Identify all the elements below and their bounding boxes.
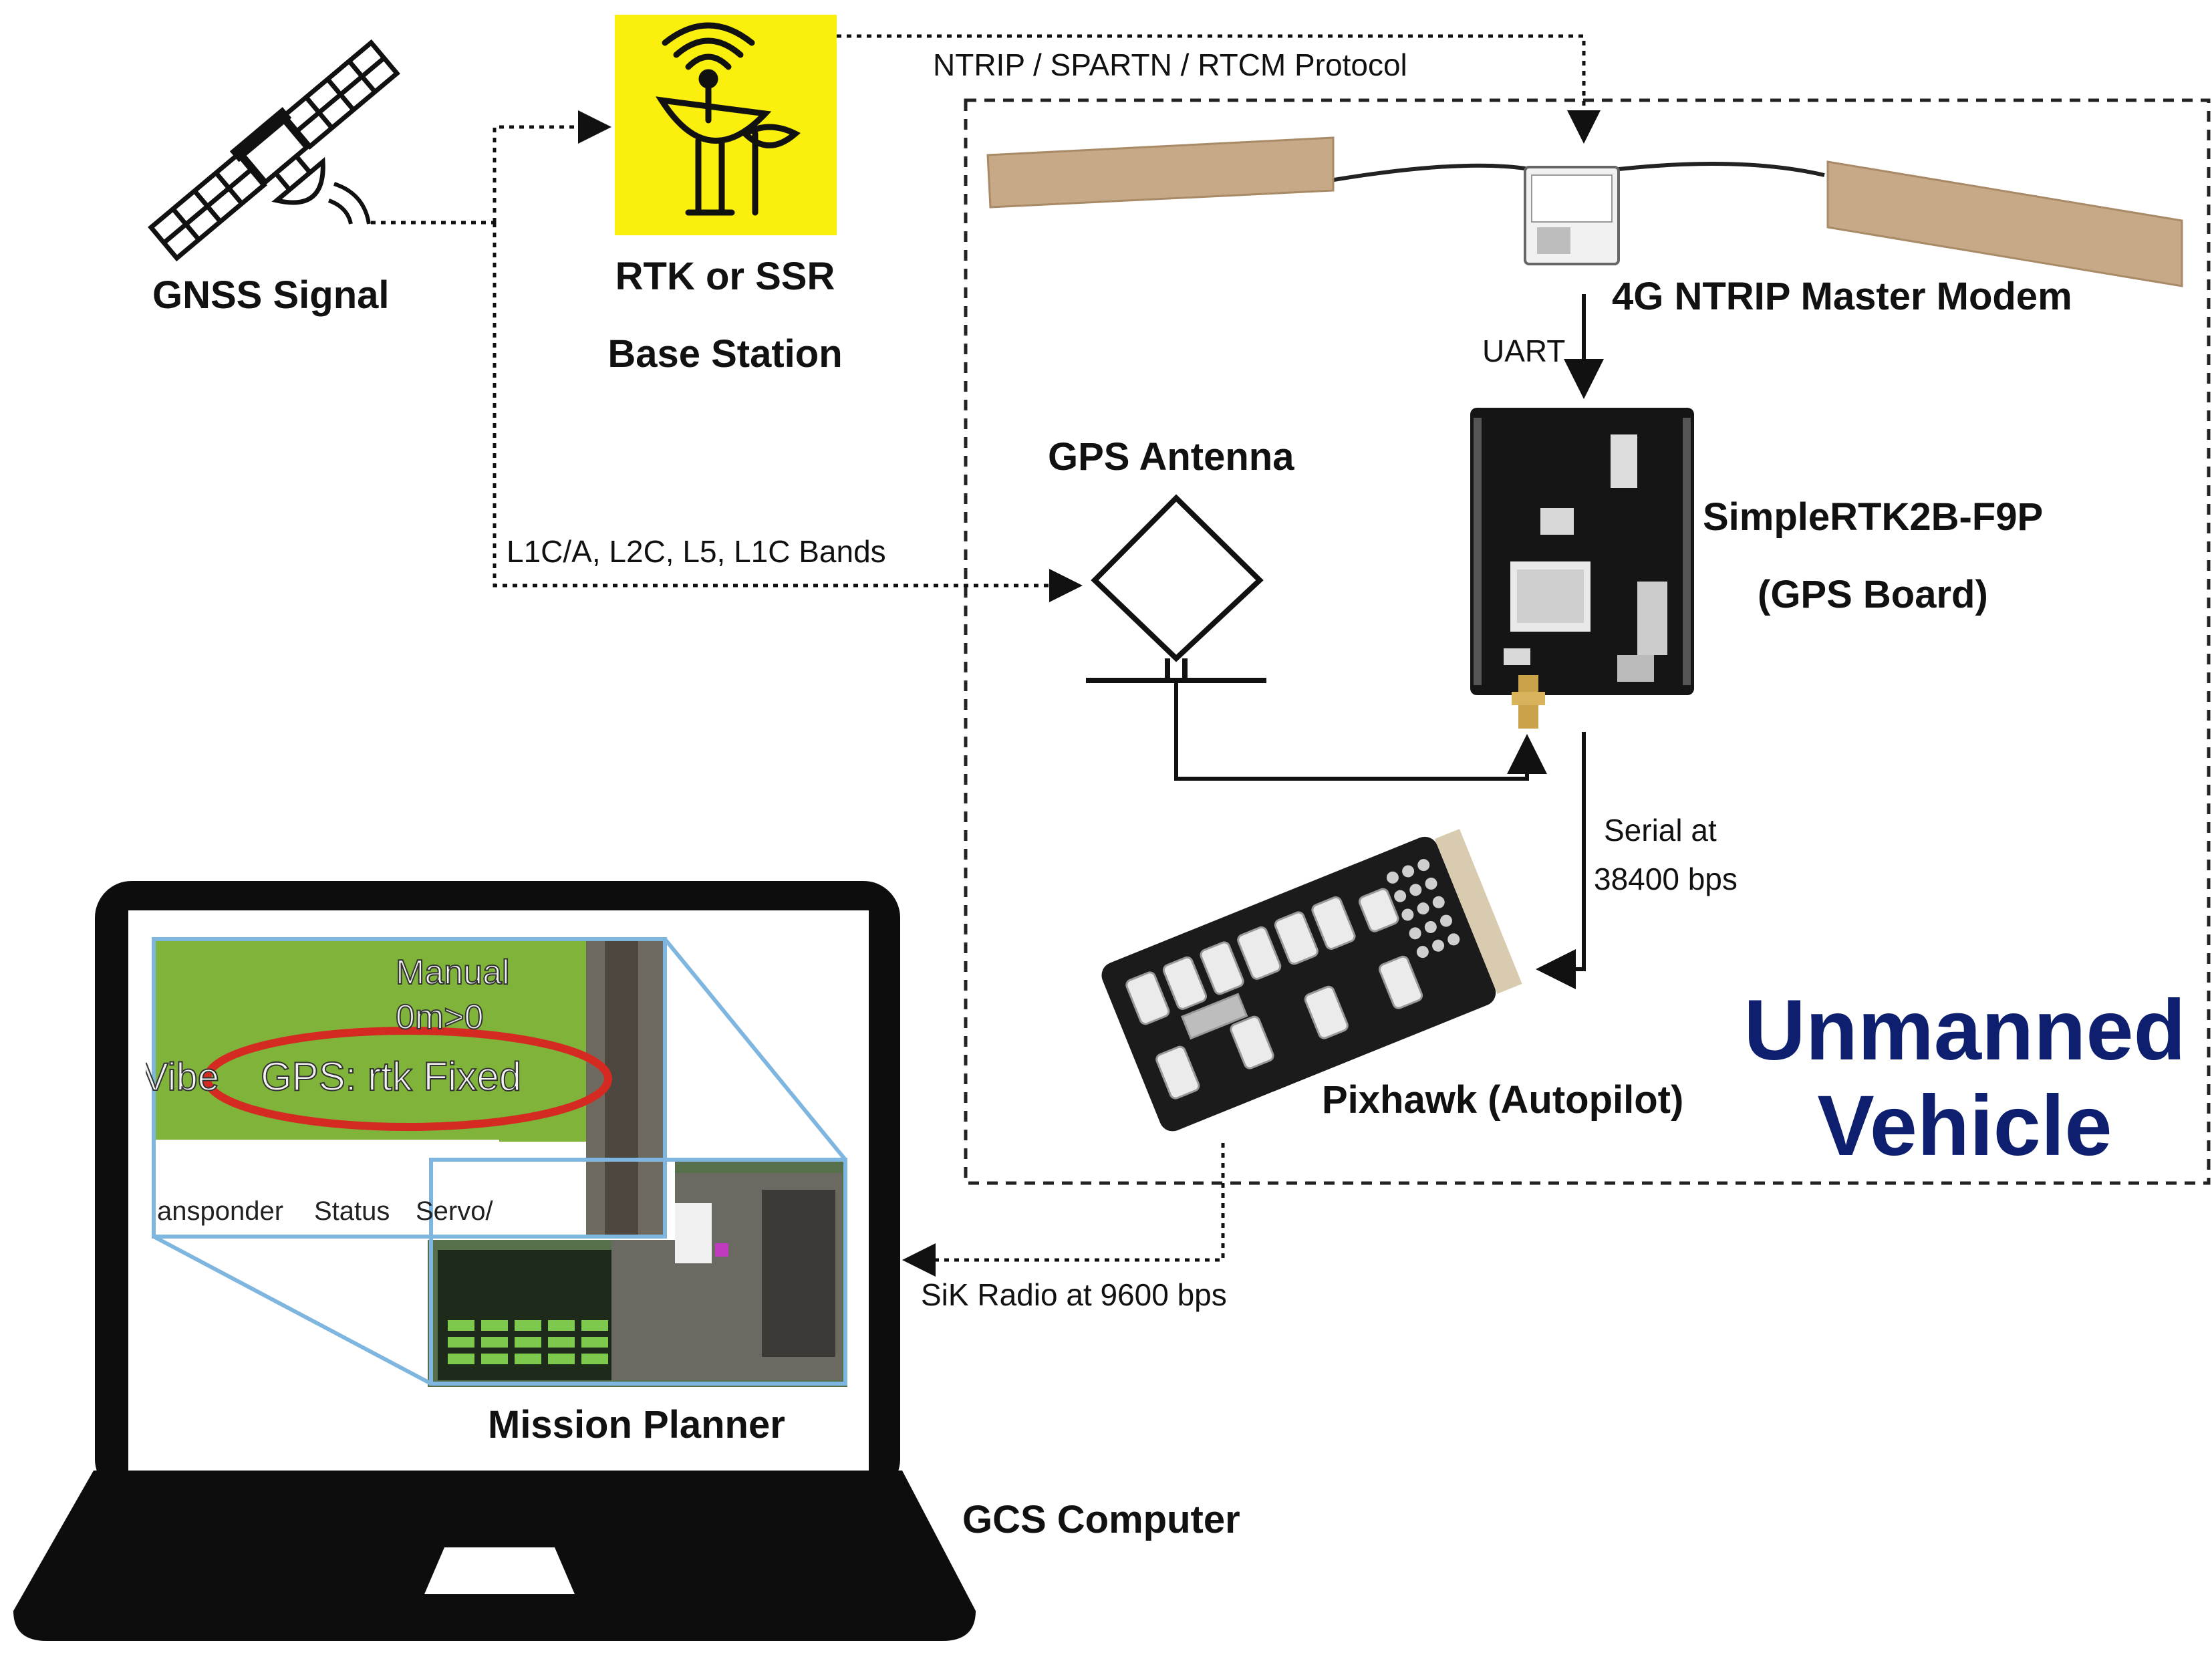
unmanned-vehicle-label: Unmanned Vehicle [1731,983,2199,1174]
tab-status[interactable]: Status [314,1196,390,1226]
serial-label-line2: 38400 bps [1594,862,1738,896]
vehicle-boundary [964,98,2211,1185]
bands-label: L1C/A, L2C, L5, L1C Bands [507,534,886,569]
hud-mode: Manual [395,952,511,993]
gps-status-highlight [203,1027,612,1131]
antenna-cable [1174,680,1547,781]
gnss-signal-label: GNSS Signal [152,273,390,317]
sik-radio-label: SiK Radio at 9600 bps [921,1277,1227,1312]
gps-board-label-line2: (GPS Board) [1758,573,1988,616]
uart-label: UART [1482,334,1566,368]
gps-antenna-label: GPS Antenna [1048,435,1294,479]
unmanned-label-line1: Unmanned [1744,983,2186,1078]
modem-antenna-icon [986,136,2183,287]
serial-label-line1: Serial at [1604,813,1717,848]
sik-radio-link [902,1143,1225,1277]
antenna-tower-icon [656,22,801,216]
gcs-computer-label: GCS Computer [962,1498,1240,1541]
protocol-label: NTRIP / SPARTN / RTCM Protocol [933,47,1407,82]
unmanned-label-line2: Vehicle [1817,1078,2112,1174]
serial-link [1536,732,1586,989]
hud-vibe: Vibe [146,1055,219,1100]
zoom-callout [152,937,847,1386]
base-station-box [615,15,837,235]
gps-antenna-icon [1086,494,1266,683]
gps-board-label-line1: SimpleRTK2B-F9P [1703,495,2044,539]
mission-planner-screen [154,939,847,1387]
mission-planner-label: Mission Planner [488,1403,785,1446]
satellite-icon [148,39,400,262]
hud-gps-status: GPS: rtk Fixed [260,1053,522,1100]
protocol-link [837,34,1601,144]
pixhawk-icon [1101,829,1522,1132]
modem-label: 4G NTRIP Master Modem [1612,275,2072,318]
base-station-label-line1: RTK or SSR [615,255,835,298]
pixhawk-label: Pixhawk (Autopilot) [1322,1078,1684,1122]
hud-altitude: 0m>0 [395,997,485,1037]
gnss-links [371,110,1083,602]
tab-servo[interactable]: Servo/ [416,1196,493,1226]
tab-transponder[interactable]: ansponder [157,1196,284,1226]
gps-board-icon [1470,408,1694,729]
base-station-label-line2: Base Station [607,332,843,376]
